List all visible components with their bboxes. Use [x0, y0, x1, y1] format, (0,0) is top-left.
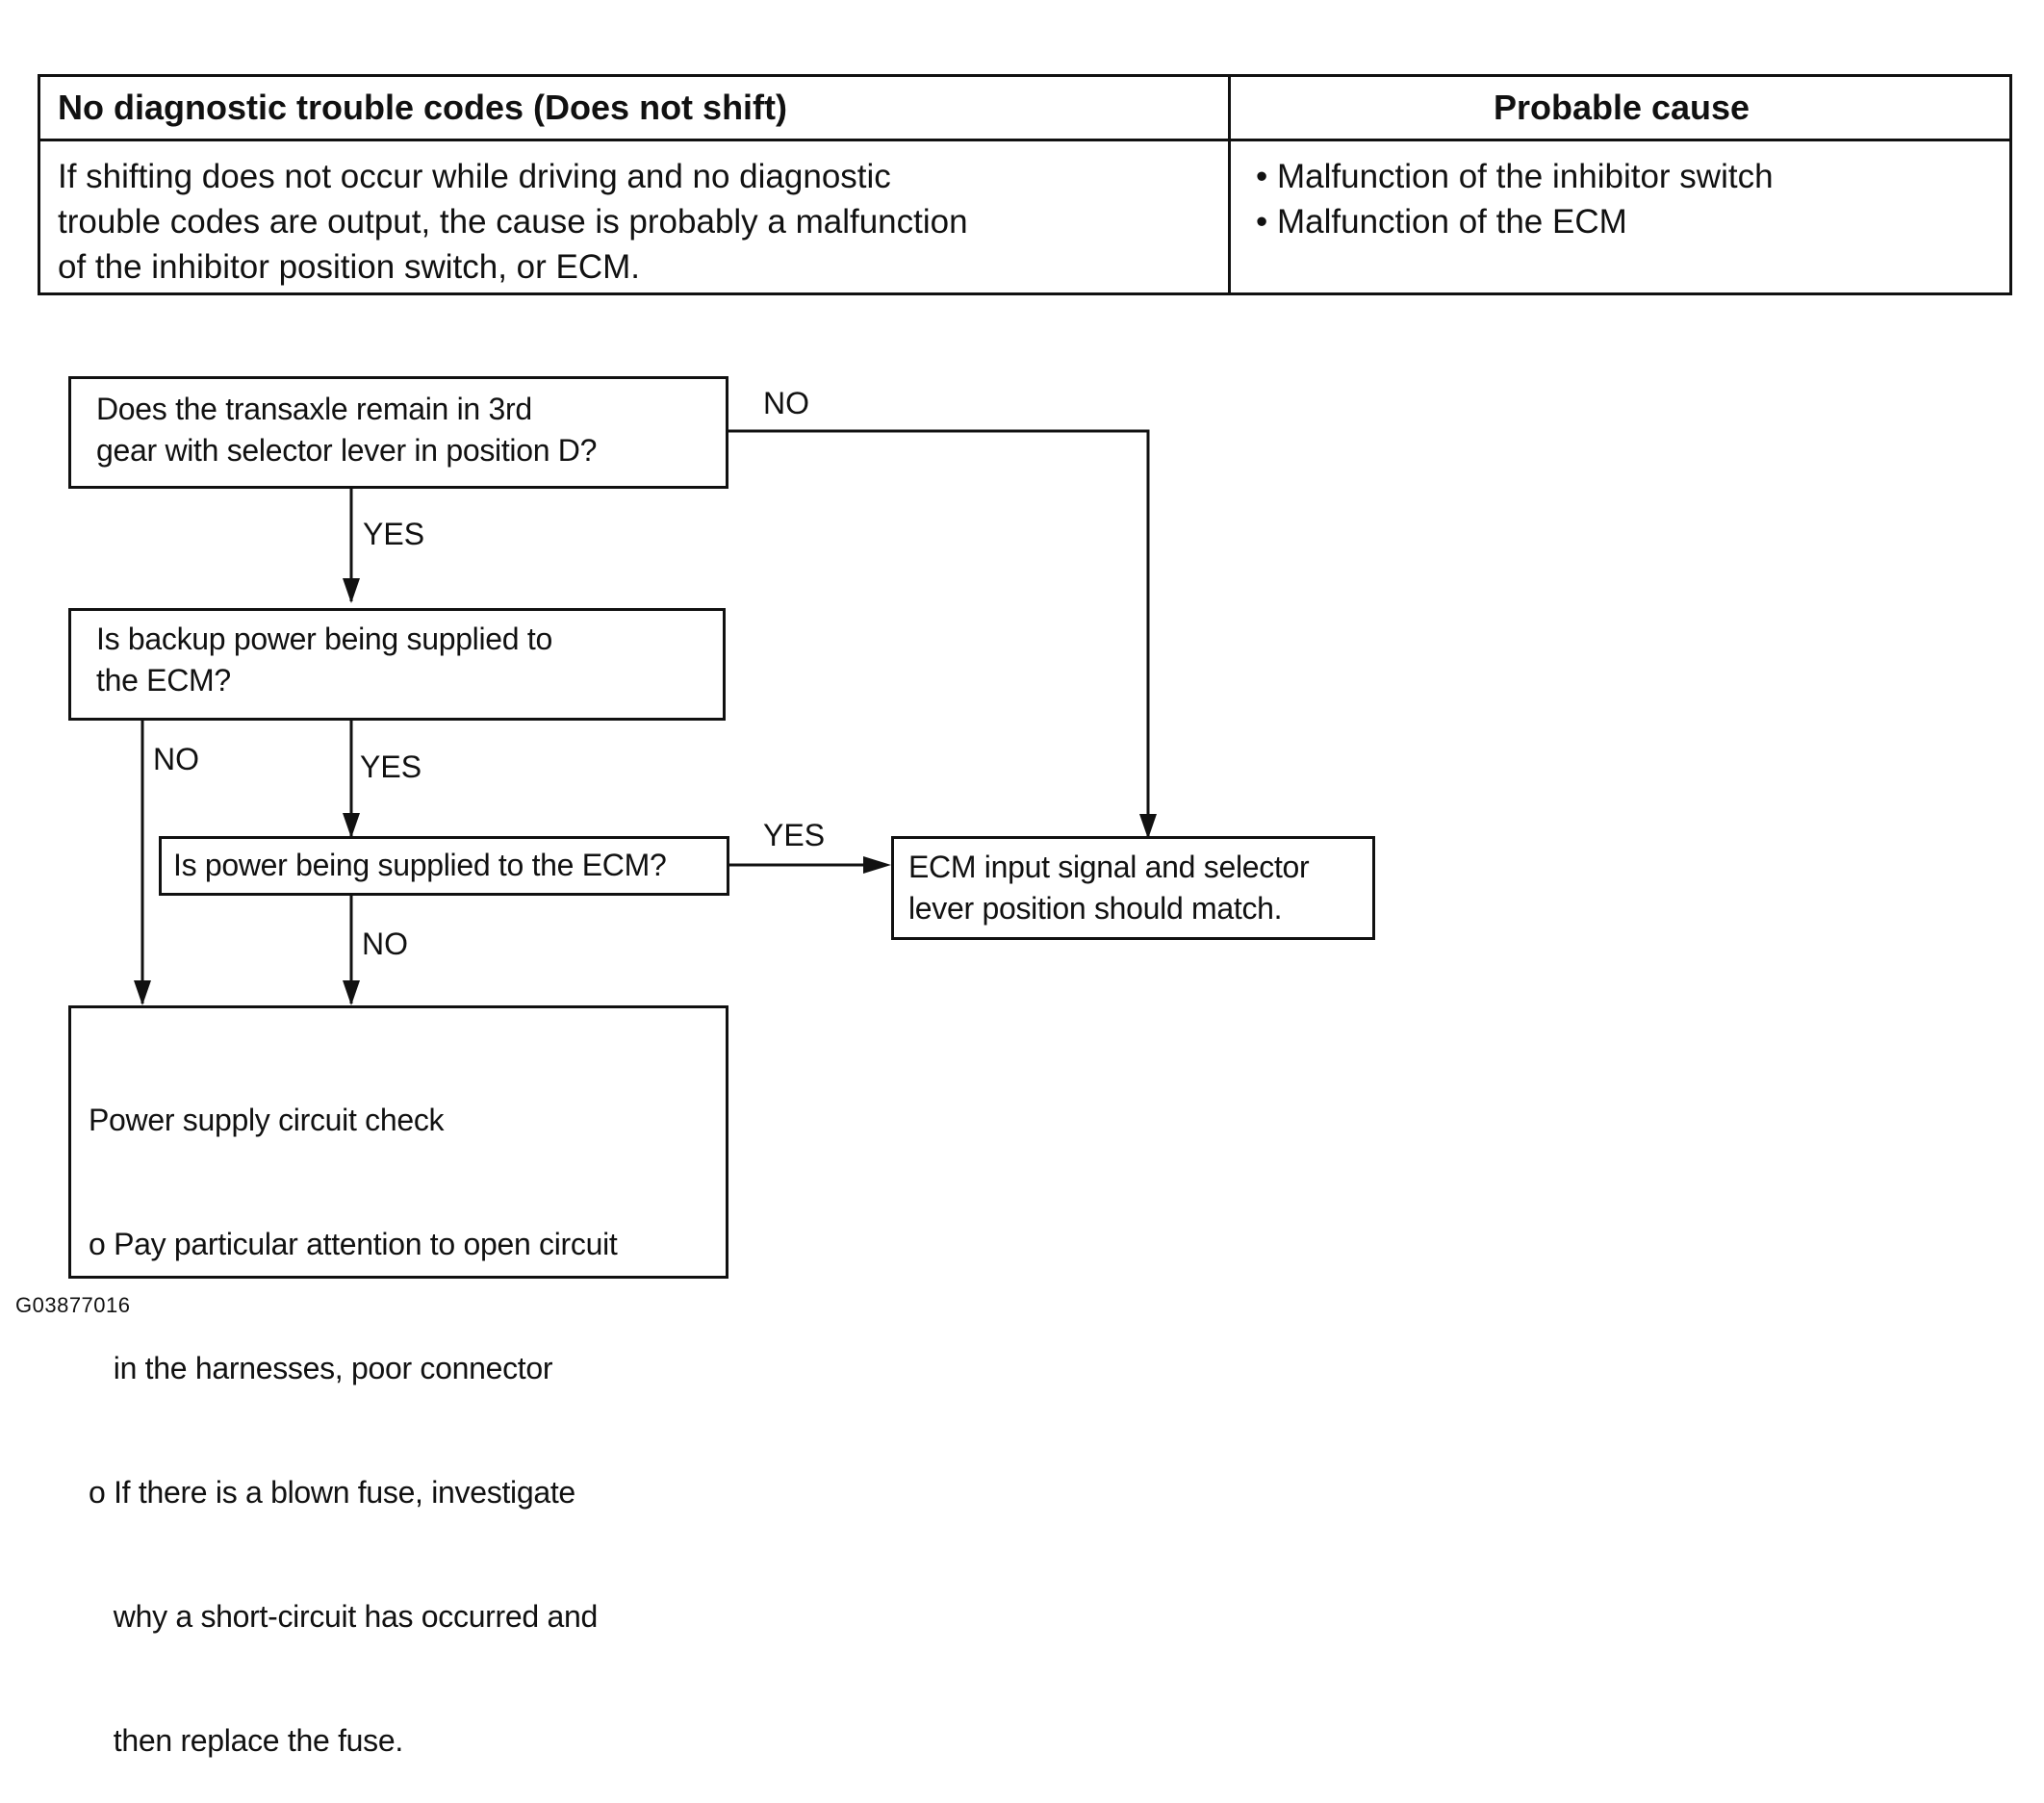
branch-label-q2-no: NO: [153, 742, 199, 776]
connector-q1-no: [728, 429, 1150, 837]
result-line: why a short-circuit has occurred and: [89, 1599, 599, 1634]
result-line: in the harnesses, poor connector: [89, 1351, 553, 1385]
result-line: then replace the fuse.: [89, 1723, 403, 1758]
branch-label-q1-no: NO: [763, 386, 809, 420]
result-box-signal-match: [891, 836, 1375, 940]
question-line: Is backup power being supplied to: [96, 622, 552, 656]
bullet-icon: •: [1256, 158, 1268, 195]
result-line: ECM input signal and selector: [908, 850, 1310, 884]
question-backup-power: Is backup power being supplied to the EC…: [96, 619, 552, 701]
branch-label-q3-no: NO: [362, 927, 408, 961]
result-line: o Pay particular attention to open circu…: [89, 1227, 618, 1261]
question-box-backup-power: [68, 608, 726, 721]
list-item: • Malfunction of the inhibitor switch: [1256, 154, 2008, 199]
branch-label-q2-yes: YES: [360, 749, 422, 784]
question-line: gear with selector lever in position D?: [96, 433, 598, 468]
table-header-symptom: No diagnostic trouble codes (Does not sh…: [58, 88, 788, 127]
result-line: lever position should match.: [908, 891, 1283, 926]
question-line: Is power being supplied to the ECM?: [173, 848, 667, 882]
arrowhead-icon: [343, 578, 360, 603]
question-power: Is power being supplied to the ECM?: [173, 845, 667, 886]
symptom-description: If shifting does not occur while driving…: [58, 154, 1213, 290]
question-box-power: [159, 836, 729, 896]
cause-text: Malfunction of the ECM: [1277, 203, 1627, 241]
result-signal-match: ECM input signal and selector lever posi…: [908, 847, 1310, 929]
result-power-supply-check: Power supply circuit check o Pay particu…: [89, 1017, 618, 1803]
question-line: Does the transaxle remain in 3rd: [96, 392, 532, 426]
arrowhead-icon: [343, 980, 360, 1005]
probable-cause-list: • Malfunction of the inhibitor switch • …: [1256, 154, 2008, 244]
table-header-probable-cause: Probable cause: [1493, 88, 1750, 127]
table-header-divider: [40, 139, 2009, 141]
question-third-gear: Does the transaxle remain in 3rd gear wi…: [96, 389, 597, 471]
diagnostic-table: No diagnostic trouble codes (Does not sh…: [38, 74, 2012, 295]
flowchart-connectors: [134, 429, 1157, 1005]
figure-code: G03877016: [15, 1293, 131, 1317]
arrowhead-icon: [134, 980, 151, 1005]
list-item: • Malfunction of the ECM: [1256, 199, 2008, 244]
question-line: the ECM?: [96, 663, 231, 698]
cause-text: Malfunction of the inhibitor switch: [1277, 158, 1774, 195]
description-line: of the inhibitor position switch, or ECM…: [58, 248, 640, 286]
result-line: o If there is a blown fuse, investigate: [89, 1475, 575, 1510]
arrowhead-icon: [1139, 814, 1157, 839]
description-line: If shifting does not occur while driving…: [58, 158, 891, 195]
branch-label-q1-yes: YES: [363, 517, 425, 551]
arrowhead-icon: [343, 813, 360, 838]
bullet-icon: •: [1256, 203, 1268, 241]
result-box-power-supply-check: [68, 1005, 728, 1279]
question-box-third-gear: [68, 376, 728, 489]
branch-label-q3-yes: YES: [763, 818, 826, 852]
arrowhead-icon: [863, 856, 891, 874]
table-column-divider: [1228, 77, 1231, 292]
result-line: Power supply circuit check: [89, 1103, 445, 1137]
description-line: trouble codes are output, the cause is p…: [58, 203, 968, 241]
